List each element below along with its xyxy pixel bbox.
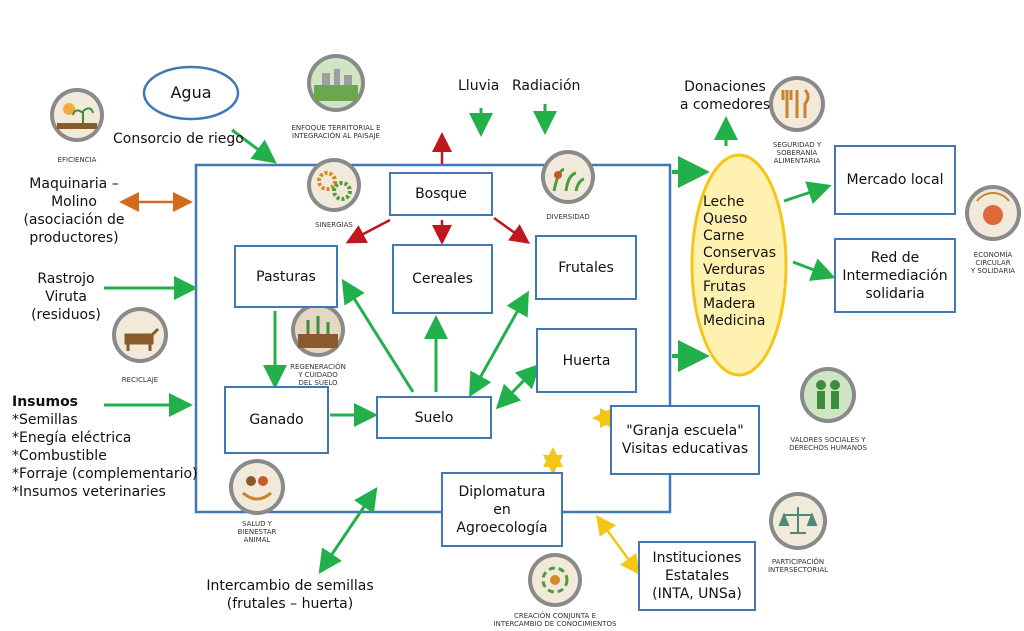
arrow-suelo-huerta [495,363,541,410]
arrow-bosque-pasturas [345,218,391,244]
economia-caption: ECONOMÍA CIRCULAR Y SOLIDARIA [970,251,1016,275]
suelo-box: Suelo [376,396,492,439]
salud-icon [229,459,285,515]
sinergias-icon [307,158,361,212]
red-box: Red de Intermediación solidaria [834,238,956,313]
cereales-box: Cereales [392,244,493,314]
products-list: Leche Queso Carne Conservas Verduras Fru… [703,194,777,329]
arrow-suelo-frutales [469,290,529,398]
agua-oval [142,65,240,121]
creacion-caption: CREACIÓN CONJUNTA E INTERCAMBIO DE CONOC… [493,612,617,628]
arrow-suelo-pasturas [341,278,415,393]
sinergias-caption: SINERGIAS [315,221,353,229]
insumos-list: *Semillas *Enegía eléctrica *Combustible… [12,412,198,500]
pasturas-box: Pasturas [234,245,338,308]
bosque-box: Bosque [389,172,493,216]
rastrojo-label: Rastrojo Viruta (residuos) [31,271,101,323]
eficiencia-caption: EFICIENCIA [57,156,97,164]
participacion-caption: PARTICIPACIÓN INTERSECTORIAL [767,558,829,574]
intercambio-label: Intercambio de semillas (frutales – huer… [206,578,374,612]
seguridad-caption: SEGURIDAD Y SOBERANÍA ALIMENTARIA [772,141,822,165]
system-frame [194,163,672,514]
reciclaje-caption: RECICLAJE [121,376,159,384]
arrow-instituciones [596,514,640,576]
salud-caption: SALUD Y BIENESTAR ANIMAL [237,520,277,544]
huerta-box: Huerta [536,328,637,393]
products-oval [690,153,788,377]
lluvia-label: Lluvia [458,78,500,94]
diplomatura-box: Diplomatura en Agroecología [441,472,563,547]
instituciones-box: Instituciones Estatales (INTA, UNSa) [638,541,756,611]
agua-label: Agua [170,83,212,102]
radiacion-label: Radiación [512,78,581,94]
eficiencia-icon [50,88,104,142]
maquinaria-label: Maquinaria – Molino (asociación de produ… [23,176,125,246]
reciclaje-icon [112,307,168,363]
ganado-box: Ganado [224,386,329,454]
arrow-oval-red [792,258,836,281]
arrow-bosque-frutales [493,216,531,244]
frutales-box: Frutales [535,235,637,300]
valores-caption: VALORES SOCIALES Y DERECHOS HUMANOS [789,436,867,452]
consorcio-label: Consorcio de riego [113,131,244,147]
donaciones-label: Donaciones a comedores [679,79,771,113]
arrow-intercambio [318,487,378,574]
creacion-icon [528,553,582,607]
enfoque-icon [307,54,365,112]
granja-box: "Granja escuela" Visitas educativas [610,405,760,475]
mercado-box: Mercado local [834,145,956,215]
regeneracion-icon [291,303,345,357]
valores-icon [800,367,856,423]
arrow-consorcio [231,128,277,164]
diversidad-icon [541,150,595,204]
participacion-icon [769,492,827,550]
diversidad-caption: DIVERSIDAD [546,213,590,221]
enfoque-caption: ENFOQUE TERRITORIAL E INTEGRACIÓN AL PAI… [291,124,381,140]
arrow-oval-mercado [783,181,832,205]
economia-icon [965,185,1021,241]
seguridad-icon [769,76,825,132]
regeneracion-caption: REGENERACIÓN Y CUIDADO DEL SUELO [290,363,346,387]
insumos-title: Insumos [12,394,79,410]
